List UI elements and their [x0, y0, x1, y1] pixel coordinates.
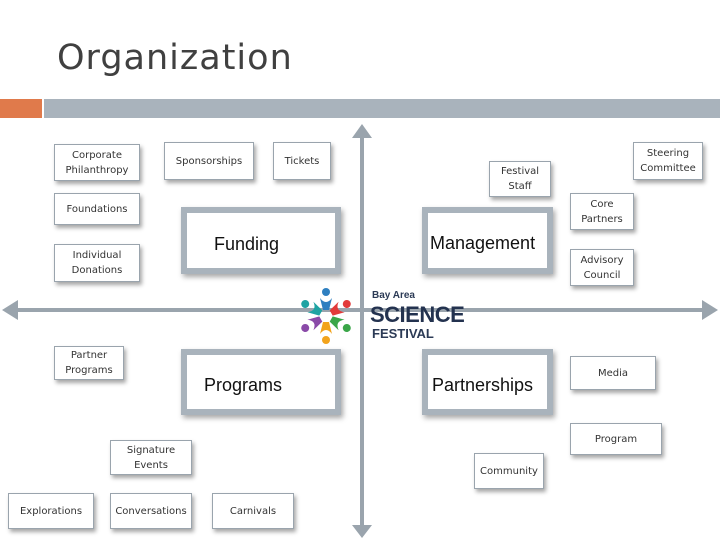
- media-box: Media: [570, 356, 656, 390]
- programs-box: Programs: [181, 349, 341, 415]
- tickets-box: Tickets: [273, 142, 331, 180]
- advisory-council-box: Advisory Council: [570, 249, 634, 286]
- carnivals-box: Carnivals: [212, 493, 294, 529]
- partnerships-box: Partnerships: [422, 349, 553, 415]
- partnerships-label: Partnerships: [432, 375, 534, 395]
- program-box: Program: [570, 423, 662, 455]
- arrow-up: [352, 124, 372, 138]
- community-box: Community: [474, 453, 544, 489]
- explorations-box: Explorations: [8, 493, 94, 529]
- management-label: Management: [430, 233, 536, 253]
- sponsorships-box: Sponsorships: [164, 142, 254, 180]
- logo-line-science: SCIENCE: [370, 302, 465, 327]
- signature-events-box: Signature Events: [110, 440, 192, 475]
- logo-figure-blue: [320, 288, 332, 310]
- festival-logo-icon: [301, 288, 351, 344]
- accent-bar-orange: [0, 99, 42, 118]
- logo-line-bay-area: Bay Area: [372, 290, 415, 301]
- arrow-right: [702, 300, 718, 320]
- management-box: Management: [422, 207, 553, 274]
- foundations-box: Foundations: [54, 193, 140, 225]
- conversations-box: Conversations: [110, 493, 192, 529]
- core-partners-box: Core Partners: [570, 193, 634, 230]
- corporate-philanthropy-box: Corporate Philanthropy: [54, 144, 140, 181]
- funding-label: Funding: [214, 234, 280, 254]
- arrow-down: [352, 525, 372, 538]
- individual-donations-box: Individual Donations: [54, 244, 140, 282]
- accent-bar-gray: [44, 99, 720, 118]
- arrow-left: [2, 300, 18, 320]
- festival-staff-box: Festival Staff: [489, 161, 551, 197]
- programs-label: Programs: [204, 375, 283, 395]
- logo-line-festival: FESTIVAL: [372, 326, 434, 341]
- partner-programs-box: Partner Programs: [54, 346, 124, 380]
- funding-box: Funding: [181, 207, 341, 274]
- page-title: Organization: [57, 38, 293, 78]
- steering-committee-box: Steering Committee: [633, 142, 703, 180]
